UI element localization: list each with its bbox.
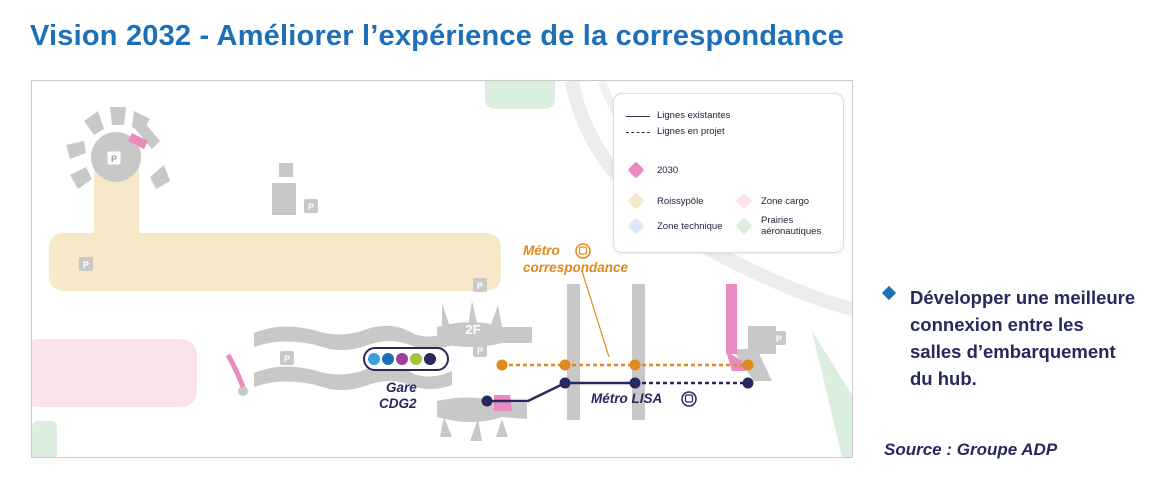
legend-existing-lines: Lignes existantes bbox=[657, 110, 731, 121]
legend-prairies-2: aéronautiques bbox=[761, 226, 822, 237]
parking-label: P bbox=[111, 154, 117, 164]
source-caption: Source : Groupe ADP bbox=[884, 440, 1058, 459]
legend-roissypole: Roissypôle bbox=[657, 196, 704, 207]
metro-correspondance-label-1: Métro bbox=[523, 243, 560, 258]
legend-swatch-roissypole bbox=[627, 192, 645, 210]
metro-lisa-station bbox=[629, 377, 641, 389]
line-dot bbox=[410, 353, 422, 365]
terminal-2f-label: 2F bbox=[465, 322, 480, 337]
building bbox=[279, 163, 293, 177]
legend-zone-technique: Zone technique bbox=[657, 221, 723, 232]
legend-solid-line bbox=[626, 116, 650, 117]
parking-icon: P bbox=[79, 257, 93, 271]
parking-label: P bbox=[776, 334, 782, 344]
building bbox=[272, 183, 296, 215]
parking-label: P bbox=[308, 202, 314, 212]
pink-link-2030 bbox=[225, 353, 246, 388]
pink-building-2030 bbox=[726, 284, 737, 354]
parking-icon: P bbox=[304, 199, 318, 213]
page-title: Vision 2032 - Améliorer l’expérience de … bbox=[30, 20, 845, 52]
line-dot bbox=[396, 353, 408, 365]
gare-cdg2-station bbox=[363, 347, 449, 371]
legend-prairies-1: Prairies bbox=[761, 215, 794, 226]
prairie-area-right bbox=[812, 331, 852, 457]
parking-icon: P bbox=[473, 278, 487, 292]
metro-lisa-station bbox=[742, 377, 754, 389]
metro-corr-station bbox=[629, 359, 641, 371]
line-dot bbox=[424, 353, 436, 365]
cargo-zone bbox=[32, 339, 197, 407]
side-note: Développer une meilleure connexion entre… bbox=[910, 287, 1136, 389]
metro-corr-station bbox=[559, 359, 571, 371]
prairie-area-left bbox=[32, 421, 57, 457]
line-dot bbox=[368, 353, 380, 365]
parking-icon: P bbox=[473, 343, 487, 357]
metro-correspondance-leader bbox=[581, 270, 610, 358]
legend-zone-cargo: Zone cargo bbox=[761, 196, 810, 207]
metro-lisa-line bbox=[487, 381, 635, 403]
map-legend: Lignes existantes Lignes en projet 2030 … bbox=[613, 93, 844, 253]
parking-icon: P bbox=[280, 351, 294, 365]
terminal-2-buildings bbox=[238, 284, 776, 441]
terminal-1-roundabout bbox=[66, 107, 170, 189]
metro-lisa-label: Métro LISA bbox=[591, 391, 663, 406]
parking-icon: P bbox=[106, 150, 122, 166]
legend-swatch-2030 bbox=[627, 161, 645, 179]
line-dot bbox=[382, 353, 394, 365]
map-canvas: P P P P P P P 2F 2E bbox=[32, 81, 852, 457]
legend-swatch-cargo bbox=[735, 192, 753, 210]
parking-label: P bbox=[83, 260, 89, 270]
parking-label: P bbox=[477, 281, 483, 291]
legend-2030: 2030 bbox=[657, 165, 679, 176]
metro-lisa-station bbox=[481, 395, 493, 407]
parking-label: P bbox=[477, 346, 483, 356]
legend-swatch-technique bbox=[627, 217, 645, 235]
metro-corr-station bbox=[742, 359, 754, 371]
diamond-bullet-icon bbox=[881, 285, 897, 301]
pink-building-2030 bbox=[494, 395, 512, 411]
train-icon bbox=[575, 243, 591, 259]
gare-label-2: CDG2 bbox=[379, 396, 417, 411]
legend-swatch-prairies bbox=[735, 217, 753, 235]
metro-correspondance-label-2: correspondance bbox=[523, 260, 629, 275]
gare-label-1: Gare bbox=[386, 380, 417, 395]
parking-icon: P bbox=[772, 331, 786, 345]
roissypole-zone bbox=[49, 233, 501, 291]
prairie-area-top bbox=[485, 81, 555, 109]
legend-dashed-line bbox=[626, 132, 650, 133]
train-icon bbox=[681, 391, 697, 407]
parking-label: P bbox=[284, 354, 290, 364]
terminal-2e-label: 2E bbox=[465, 383, 481, 398]
metro-lisa-station bbox=[559, 377, 571, 389]
metro-corr-station bbox=[496, 359, 508, 371]
legend-planned-lines: Lignes en projet bbox=[657, 126, 725, 137]
airport-map: P P P P P P P 2F 2E bbox=[31, 80, 853, 458]
